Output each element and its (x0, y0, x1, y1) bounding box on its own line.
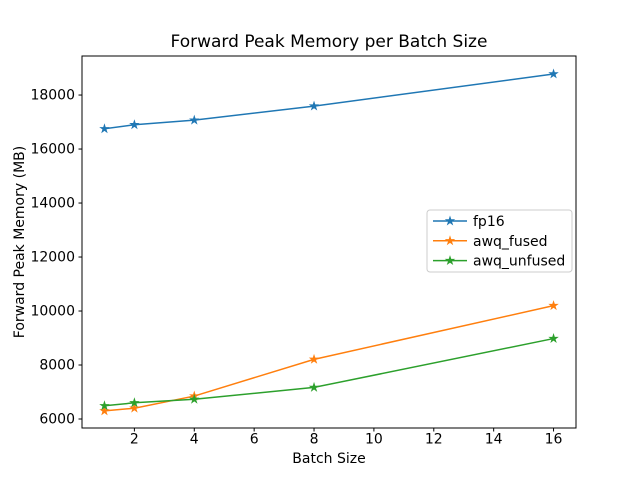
x-tick-label: 12 (425, 432, 443, 448)
plot-area: 2 4 6 8 10 12 14 16 6000 8000 10000 12000 14000 16000… (30, 55, 577, 448)
series-line-fp16 (103, 73, 555, 130)
chart-title: Forward Peak Memory per Batch Size (171, 32, 488, 52)
legend-star-icon (444, 255, 456, 266)
data-point-star-icon (129, 119, 140, 130)
x-tick-label: 14 (485, 432, 503, 448)
data-point-star-icon (189, 393, 200, 404)
y-axis-label: Forward Peak Memory (MB) (12, 146, 28, 338)
x-tick-label: 8 (310, 432, 319, 448)
y-tick-label: 14000 (30, 196, 75, 212)
data-point-star-icon (308, 353, 320, 364)
legend-star-icon (444, 215, 456, 226)
series-fp16 (99, 68, 559, 134)
y-tick-label: 6000 (39, 412, 75, 428)
legend-box (426, 209, 573, 273)
data-point-star-icon (99, 400, 110, 411)
series-awq_fused (99, 300, 559, 416)
legend-label-awq_unfused: awq_unfused (473, 254, 565, 270)
legend-label-awq_fused: awq_fused (473, 234, 548, 250)
legend-label-fp16: fp16 (473, 214, 505, 230)
series-awq_unfused (99, 333, 559, 411)
y-tick-label: 8000 (39, 358, 75, 374)
legend: fp16 awq_fused awq_unfused (426, 209, 573, 273)
x-tick-label: 2 (130, 432, 139, 448)
data-point-star-icon (189, 114, 200, 125)
y-tick-label: 16000 (30, 142, 75, 158)
data-point-star-icon (308, 381, 320, 392)
y-tick-label: 18000 (30, 88, 75, 104)
data-point-star-icon (99, 123, 110, 134)
data-point-star-icon (548, 333, 559, 344)
data-point-star-icon (129, 397, 140, 408)
x-tick-label: 6 (250, 432, 259, 448)
x-tick-label: 10 (365, 432, 383, 448)
y-tick-label: 10000 (30, 304, 75, 320)
x-tick-label: 4 (190, 432, 199, 448)
x-axis-ticks: 2 4 6 8 10 12 14 16 (130, 428, 563, 448)
series-line-awq_unfused (103, 337, 555, 407)
y-axis-ticks: 6000 8000 10000 12000 14000 16000 18000 (30, 88, 82, 428)
plot-frame (81, 55, 577, 429)
x-axis-label: Batch Size (292, 451, 365, 467)
x-tick-label: 16 (545, 432, 563, 448)
data-point-star-icon (308, 100, 320, 111)
data-point-star-icon (129, 402, 140, 413)
data-point-star-icon (548, 300, 559, 311)
data-point-star-icon (548, 68, 559, 79)
data-point-star-icon (99, 405, 110, 416)
legend-star-icon (444, 235, 456, 246)
y-tick-label: 12000 (30, 250, 75, 266)
series-line-awq_fused (103, 304, 555, 412)
